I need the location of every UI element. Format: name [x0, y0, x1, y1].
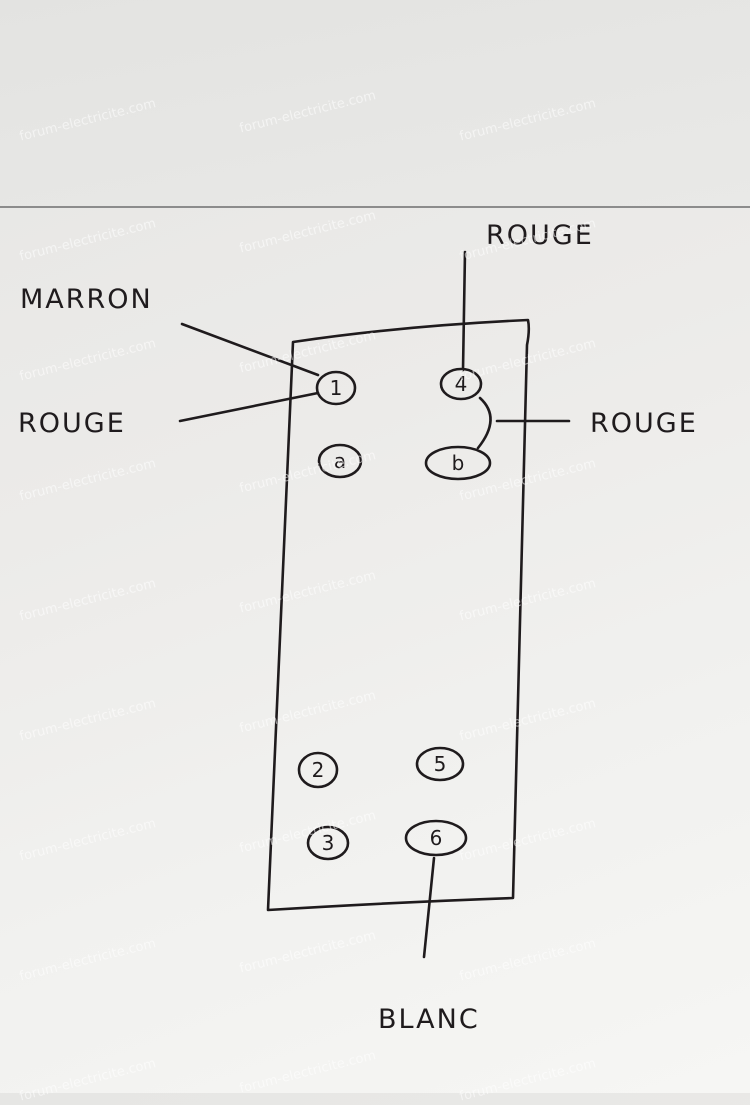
- terminal-a-label: a: [334, 449, 346, 473]
- label-marron: MARRON: [20, 284, 153, 315]
- terminal-5: 5: [415, 746, 465, 782]
- terminal-3: 3: [306, 825, 350, 861]
- bridge-4-b: [476, 396, 492, 450]
- switch-body-outline: [266, 318, 531, 912]
- paper-upper-sheet: [0, 0, 750, 207]
- terminal-6-label: 6: [430, 826, 443, 850]
- label-rouge-right: ROUGE: [590, 408, 698, 439]
- label-blanc: BLANC: [378, 1004, 480, 1035]
- terminal-a: a: [317, 443, 363, 479]
- terminal-b-label: b: [452, 451, 465, 475]
- wire-rouge-top: [461, 250, 467, 372]
- terminal-3-label: 3: [322, 831, 335, 855]
- terminal-1: 1: [315, 370, 357, 406]
- terminal-1-label: 1: [330, 376, 343, 400]
- wire-rouge-left: [178, 391, 320, 423]
- terminal-4-label: 4: [455, 372, 468, 396]
- label-rouge-top: ROUGE: [486, 220, 594, 251]
- terminal-6: 6: [404, 819, 468, 857]
- wire-marron: [180, 322, 320, 377]
- terminal-2: 2: [297, 751, 339, 789]
- terminal-b: b: [424, 445, 492, 481]
- paper-edge-line: [0, 206, 750, 208]
- terminal-4: 4: [439, 367, 483, 401]
- terminal-5-label: 5: [434, 752, 447, 776]
- wire-blanc: [422, 856, 436, 959]
- terminal-2-label: 2: [312, 758, 325, 782]
- label-rouge-left: ROUGE: [18, 408, 126, 439]
